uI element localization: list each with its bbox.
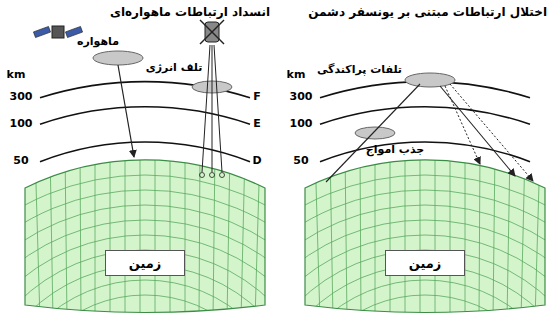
satellite-icon <box>200 20 224 44</box>
earth-box: زمین <box>105 250 185 276</box>
panel-title: انسداد ارتباطات ماهواره‌ای <box>110 5 270 19</box>
earth-label: زمین <box>409 256 442 271</box>
loss-label: تلف انرژی <box>146 61 203 74</box>
satellite-label: ماهواره <box>77 35 119 48</box>
layer-label: F <box>253 90 261 103</box>
altitude-label: 300 <box>290 90 313 103</box>
unit-label: km <box>7 68 26 81</box>
layer-label: E <box>253 117 261 130</box>
scatter-loss-label: تلفات پراکندگی <box>317 63 402 76</box>
unit-label: km <box>287 68 306 81</box>
satellite-icon <box>33 26 82 38</box>
altitude-label: 100 <box>290 117 313 130</box>
earth-label: زمین <box>129 256 162 271</box>
altitude-label: 50 <box>293 154 308 167</box>
altitude-label: 300 <box>10 90 33 103</box>
panel-title: اختلال ارتباطات مبتنی بر یونسفر دشمن <box>308 5 547 19</box>
altitude-label: 50 <box>13 154 28 167</box>
absorption-label: جذب امواج <box>366 143 424 156</box>
earth-box: زمین <box>385 250 465 276</box>
layer-label: D <box>252 154 261 167</box>
altitude-label: 100 <box>10 117 33 130</box>
